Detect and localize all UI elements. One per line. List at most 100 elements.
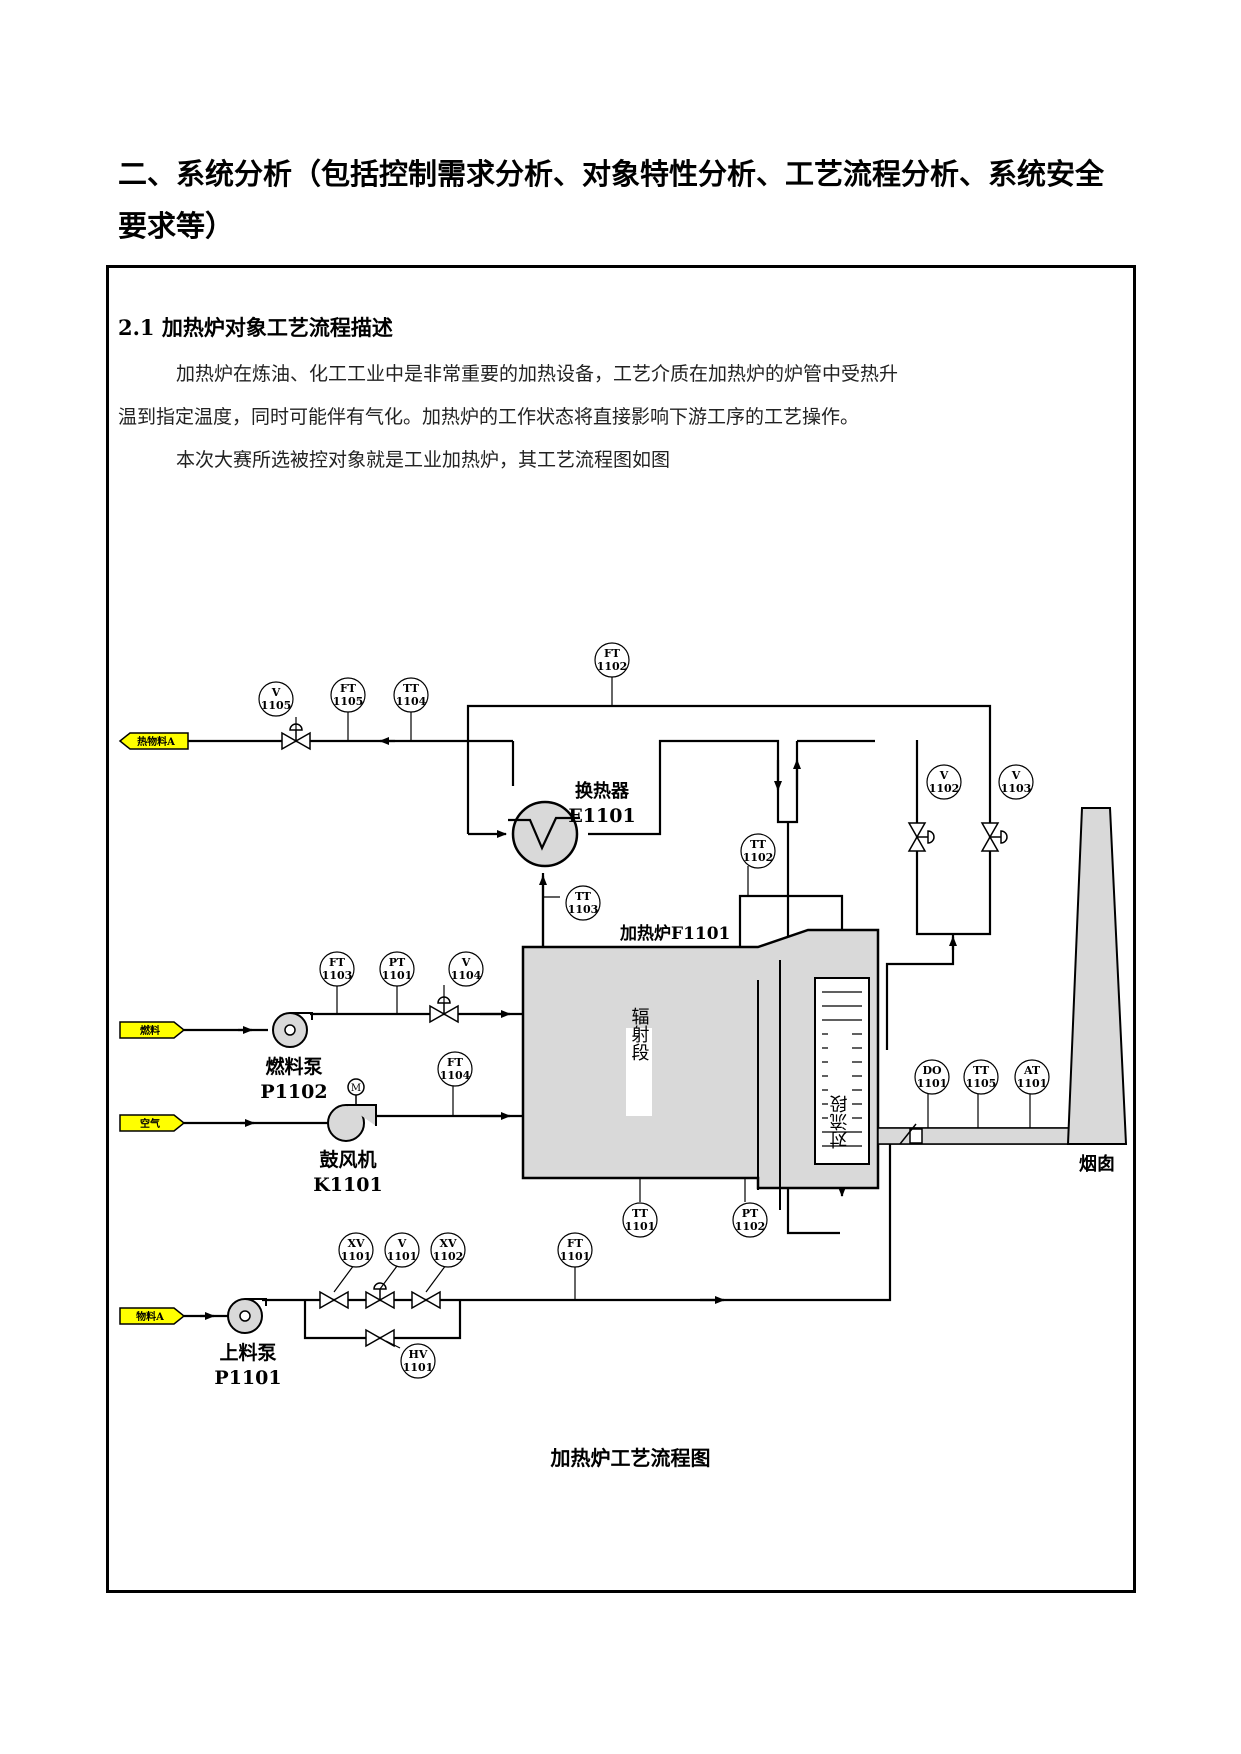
instrument-number-label: 1102 <box>433 1250 464 1263</box>
paragraph-3-text: 本次大赛所选被控对象就是工业加热炉，其工艺流程图如图 <box>176 449 671 471</box>
stack: 烟囱 <box>1066 807 1128 1175</box>
furnace-label: 加热炉F1101 <box>619 923 730 944</box>
instrument-number-label: 1105 <box>966 1077 997 1090</box>
stream-tags <box>118 732 189 1325</box>
instrument-number-label: 1103 <box>568 903 599 916</box>
instrument-number-label: 1101 <box>560 1250 591 1263</box>
fuel-pump-name: 燃料泵 <box>265 1055 322 1078</box>
heat-exchanger: 换热器 E1101 <box>508 780 636 868</box>
blower: M 鼓风机 K1101 <box>313 1078 383 1196</box>
instrument-type-label: FT <box>567 1237 584 1250</box>
motor-label: M <box>351 1083 361 1094</box>
instrument-number-label: 1101 <box>341 1250 372 1263</box>
instrument-type-label: XV <box>439 1237 457 1250</box>
feed-stream-tag <box>119 1307 186 1325</box>
instrument-number-label: 1102 <box>735 1220 766 1233</box>
fuel-stream-label: 燃料 <box>140 1024 160 1037</box>
instrument-type-label: FT <box>329 956 346 969</box>
instrument-number-label: 1101 <box>382 969 413 982</box>
instrument-number-label: 1101 <box>403 1361 434 1374</box>
instrument-number-label: 1102 <box>929 782 960 795</box>
instrument-type-label: HV <box>409 1348 428 1361</box>
branch-lines <box>915 786 992 936</box>
u-loop <box>776 741 799 824</box>
instrument-number-label: 1101 <box>917 1077 948 1090</box>
instrument-number-label: 1101 <box>625 1220 656 1233</box>
instrument-number-label: 1104 <box>451 969 482 982</box>
instrument-type-label: TT <box>750 838 767 851</box>
content-frame <box>106 265 1136 1593</box>
instrument-number-label: 1102 <box>743 851 774 864</box>
air-stream-tag <box>119 1114 186 1132</box>
instrument-number-label: 1103 <box>322 969 353 982</box>
valve-v1102 <box>907 822 935 852</box>
instrument-type-label: V <box>397 1237 407 1250</box>
fuel-stream-tag <box>119 1021 186 1039</box>
crossover-pipe <box>738 894 844 932</box>
instrument-number-label: 1105 <box>261 699 292 712</box>
instrument-number-label: 1101 <box>387 1250 418 1263</box>
instrument-number-label: 1104 <box>396 695 427 708</box>
figure-caption-text: 加热炉工艺流程图 <box>550 1446 711 1470</box>
stack-label: 烟囱 <box>1079 1153 1115 1175</box>
instrument-type-label: V <box>1011 769 1021 782</box>
convection-label-bg <box>828 1032 852 1124</box>
process-pipes <box>184 704 1071 1340</box>
instrument-type-label: TT <box>973 1064 990 1077</box>
valve-v1104 <box>429 996 459 1024</box>
instrument-number-label: 1102 <box>597 660 628 673</box>
exchanger-shell-outlet <box>588 739 780 836</box>
blower-tag: K1101 <box>313 1174 382 1196</box>
valve-v1103 <box>980 822 1008 852</box>
instrument-type-label: V <box>271 686 281 699</box>
instrument-type-label: PT <box>742 1207 759 1220</box>
feed-pump-tag: P1101 <box>214 1367 281 1389</box>
instrument-type-label: V <box>939 769 949 782</box>
feed-pump: 上料泵 P1101 <box>214 1298 282 1389</box>
valve-hv1101 <box>365 1328 395 1348</box>
instrument-type-label: XV <box>347 1237 365 1250</box>
paragraph-2: 温到指定温度，同时可能伴有气化。加热炉的工作状态将直接影响下游工序的工艺操作。 <box>118 406 1018 428</box>
fuel-pump: 燃料泵 P1102 <box>260 1012 328 1103</box>
valve-v1105 <box>281 723 311 751</box>
convection-section-label: 对流段 <box>830 1095 851 1149</box>
instrument-number-label: 1103 <box>1001 782 1032 795</box>
instrument-type-label: V <box>461 956 471 969</box>
instrument-number-label: 1105 <box>333 695 364 708</box>
valve-xv1101 <box>319 1290 349 1310</box>
exchanger-tag: E1101 <box>568 805 635 827</box>
exchanger-name: 换热器 <box>575 780 630 802</box>
instrument-number-label: 1104 <box>440 1069 471 1082</box>
feed-stream-label: 物料A <box>136 1310 164 1323</box>
blower-name: 鼓风机 <box>319 1148 376 1171</box>
product-stream-label: 热物料A <box>137 735 175 748</box>
instrument-type-label: DO <box>922 1064 942 1077</box>
instrument-type-label: AT <box>1023 1064 1041 1077</box>
paragraph-2-text: 温到指定温度，同时可能伴有气化。加热炉的工作状态将直接影响下游工序的工艺操作。 <box>118 406 860 428</box>
instrument-type-label: TT <box>403 682 420 695</box>
instrument-number-label: 1101 <box>1017 1077 1048 1090</box>
page-heading: 二、系统分析（包括控制需求分析、对象特性分析、工艺流程分析、系统安全要求等） <box>118 157 1105 243</box>
